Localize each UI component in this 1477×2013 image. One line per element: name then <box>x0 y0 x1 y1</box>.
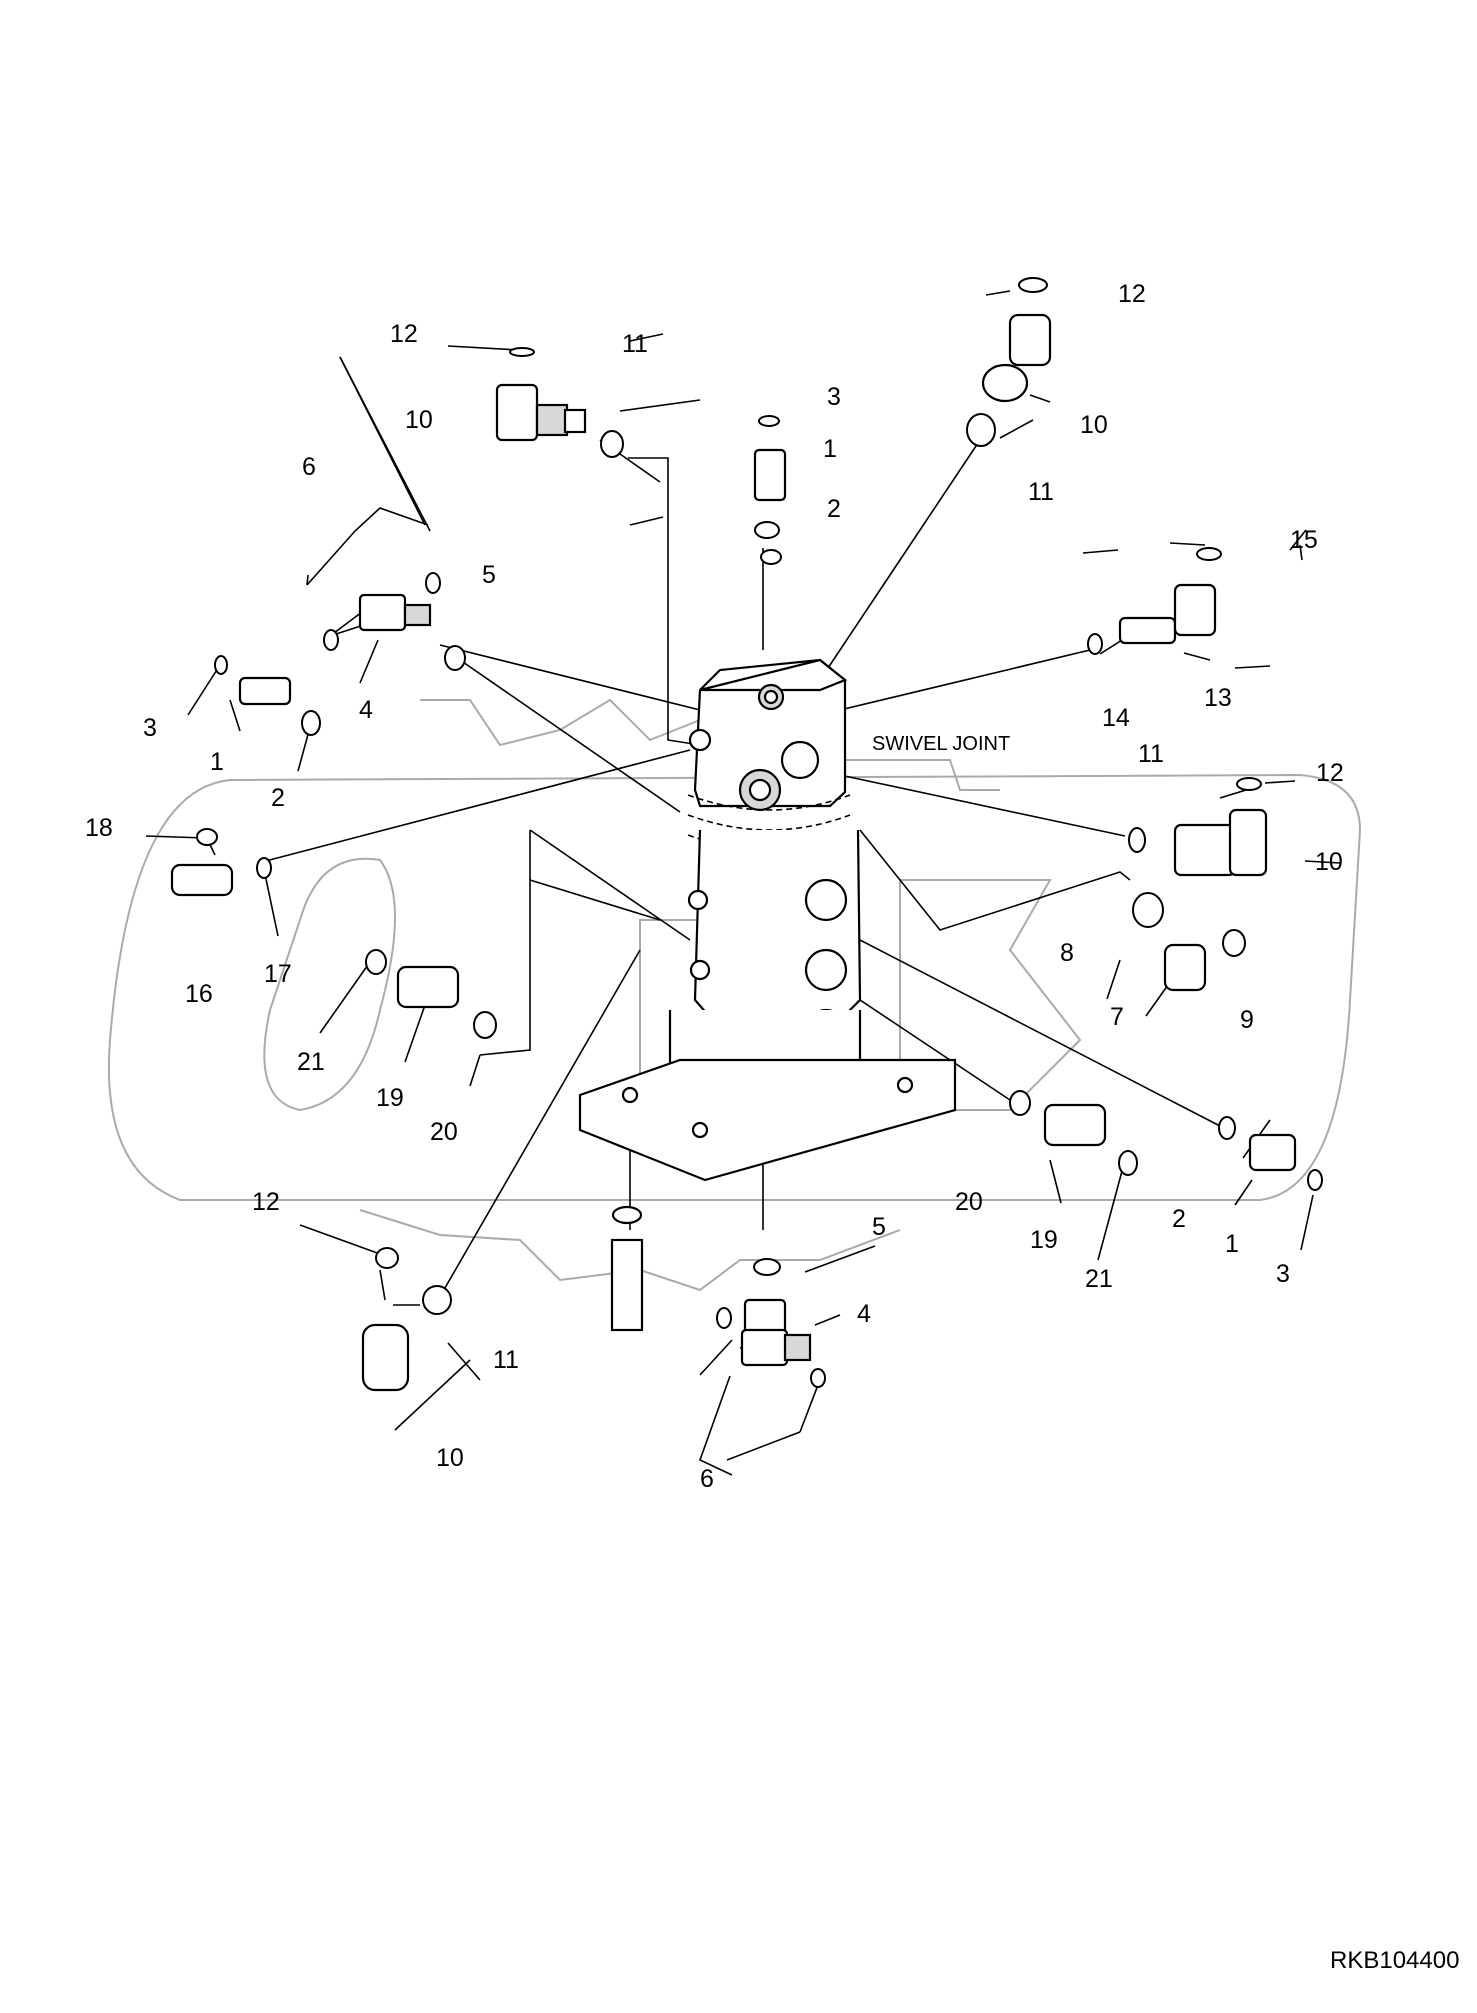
callout-6: 6 <box>700 1465 714 1493</box>
callout-3: 3 <box>1276 1260 1290 1288</box>
callout-12: 12 <box>252 1188 280 1216</box>
callout-2: 2 <box>1172 1205 1186 1233</box>
callout-10: 10 <box>405 406 433 434</box>
callout-4: 4 <box>359 696 373 724</box>
fittings <box>170 313 1297 1392</box>
swivel-joint-body <box>578 658 957 1332</box>
callout-18: 18 <box>85 814 113 842</box>
callout-14: 14 <box>1102 704 1130 732</box>
swivel-joint-label: SWIVEL JOINT <box>872 733 1010 755</box>
callout-4: 4 <box>857 1300 871 1328</box>
callout-10: 10 <box>436 1444 464 1472</box>
callout-21: 21 <box>297 1048 325 1076</box>
callout-13: 13 <box>1204 684 1232 712</box>
callout-20: 20 <box>955 1188 983 1216</box>
callout-7: 7 <box>1110 1003 1124 1031</box>
callout-9: 9 <box>1240 1006 1254 1034</box>
callout-1: 1 <box>1225 1230 1239 1258</box>
callout-11: 11 <box>493 1346 519 1374</box>
callout-1: 1 <box>210 748 224 776</box>
callout-3: 3 <box>827 383 841 411</box>
o-rings <box>196 277 1323 1388</box>
callout-17: 17 <box>264 960 292 988</box>
callout-21: 21 <box>1085 1265 1113 1293</box>
callout-1: 1 <box>823 435 837 463</box>
callout-20: 20 <box>430 1118 458 1146</box>
callout-11: 11 <box>1138 740 1164 768</box>
callout-15: 15 <box>1290 526 1318 554</box>
callout-12: 12 <box>390 320 418 348</box>
callout-11: 11 <box>1028 478 1054 506</box>
callout-19: 19 <box>376 1084 404 1112</box>
callout-19: 19 <box>1030 1226 1058 1254</box>
drawing-code: RKB104400 <box>1330 1947 1459 1974</box>
callout-10: 10 <box>1315 848 1343 876</box>
callout-2: 2 <box>827 495 841 523</box>
callout-12: 12 <box>1118 280 1146 308</box>
callout-6: 6 <box>302 453 316 481</box>
callout-11: 11 <box>622 330 648 358</box>
callout-12: 12 <box>1316 759 1344 787</box>
callout-3: 3 <box>143 714 157 742</box>
callout-10: 10 <box>1080 411 1108 439</box>
callout-5: 5 <box>482 561 496 589</box>
callout-5: 5 <box>872 1213 886 1241</box>
callout-2: 2 <box>271 784 285 812</box>
callout-16: 16 <box>185 980 213 1008</box>
callout-8: 8 <box>1060 939 1074 967</box>
labels: SWIVEL JOINT RKB104400 12 11 10 3 1 2 12… <box>85 280 1459 1974</box>
